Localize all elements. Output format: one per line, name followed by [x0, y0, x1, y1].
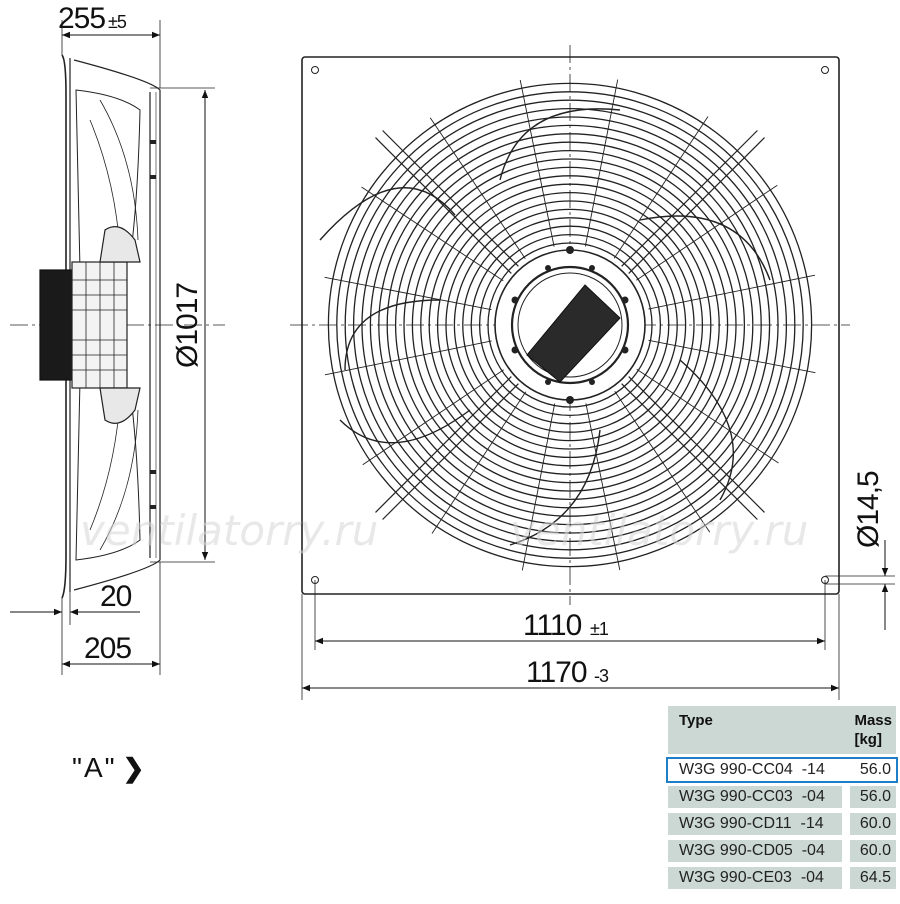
guard-wire — [636, 368, 779, 464]
guard-wire — [648, 339, 816, 374]
dim-plate-offset: 20 — [100, 580, 132, 613]
mass-cell: 64.5 — [850, 867, 896, 889]
guard-wire — [584, 79, 619, 247]
mass-cell: 60.0 — [850, 840, 896, 862]
guard-wire — [431, 391, 527, 534]
guard-wire — [519, 79, 555, 247]
table-header: Type Mass [kg] — [668, 706, 896, 754]
dim-depth-total-tolerance: ±5 — [108, 12, 127, 32]
table-row[interactable]: W3G 990-CC04 -14 56.0 — [666, 757, 898, 783]
type-cell: W3G 990-CD11 -14 — [668, 813, 842, 835]
dim-hole-spacing-tolerance: ±1 — [590, 619, 609, 639]
guard-wire — [362, 369, 504, 466]
side-dimension-lines — [10, 31, 209, 668]
dim-plate-width: 1170 — [526, 656, 587, 689]
guard-ring — [436, 191, 704, 459]
dim-diameter: Ø1017 — [171, 283, 204, 368]
dim-hole-spacing: 1110 — [523, 609, 582, 642]
guard-ring — [352, 107, 788, 543]
guard-wire — [585, 403, 621, 571]
guard-ring — [394, 149, 746, 501]
guard-ring — [453, 208, 687, 442]
guard-spoke — [621, 130, 758, 267]
dim-depth-mount: 205 — [84, 632, 131, 665]
guard-ring — [487, 242, 653, 408]
dim-depth-total: 255 — [58, 2, 105, 35]
dim-hole-diameter: Ø14,5 — [852, 471, 885, 548]
guard-spoke — [382, 383, 519, 520]
guard-ring — [336, 91, 804, 559]
type-cell: W3G 990-CC03 -04 — [668, 786, 842, 808]
guard-ring — [344, 99, 796, 551]
watermark-left: ventilatorry.ru — [80, 506, 378, 555]
guard-wire — [636, 184, 778, 281]
side-view — [10, 20, 225, 675]
guard-spoke — [375, 376, 512, 513]
guard-ring — [369, 124, 771, 526]
front-dimension-lines — [302, 540, 889, 692]
type-cell: W3G 990-CC04 -14 — [668, 759, 842, 781]
guard-ring — [403, 158, 737, 492]
guard-ring — [462, 217, 678, 433]
chevron-right-icon: ❯ — [122, 753, 147, 783]
guard-wire — [324, 340, 492, 376]
mass-cell: 56.0 — [850, 759, 896, 781]
guard-ring — [411, 166, 729, 484]
guard-wire — [521, 403, 556, 571]
guard-wire — [648, 274, 816, 310]
type-mass-table: Type Mass [kg] W3G 990-CC04 -14 56.0 W3G… — [666, 706, 898, 889]
guard-spoke — [628, 376, 765, 513]
guard-spoke — [382, 130, 519, 267]
guard-wire — [614, 391, 711, 533]
mass-cell: 56.0 — [850, 786, 896, 808]
guard-wire — [613, 116, 709, 259]
guard-spoke — [375, 137, 512, 274]
technical-drawing: 255 ±5 Ø1017 20 205 — [10, 2, 895, 700]
view-a-text: "A" — [72, 752, 117, 783]
guard-ring — [378, 133, 762, 517]
guard-spoke — [621, 383, 758, 520]
guard-ring — [445, 200, 695, 450]
header-mass: Mass [kg] — [854, 712, 892, 748]
view-a-label: "A"❯ — [72, 752, 146, 784]
guard-ring — [428, 183, 712, 467]
guard-wire — [429, 117, 526, 259]
guard-ring — [470, 225, 670, 425]
guard-spoke — [628, 137, 765, 274]
front-view — [290, 45, 895, 700]
table-row[interactable]: W3G 990-CC03 -04 56.0 — [668, 786, 896, 808]
guard-ring — [420, 175, 720, 475]
guard-wire — [361, 186, 504, 282]
dim-plate-width-tolerance: -3 — [594, 666, 609, 686]
watermark-right: ventilatorry.ru — [510, 506, 808, 555]
mass-cell: 60.0 — [850, 813, 896, 835]
table-row[interactable]: W3G 990-CD05 -04 60.0 — [668, 840, 896, 862]
guard-ring — [478, 233, 662, 417]
guard-ring — [361, 116, 779, 534]
type-cell: W3G 990-CE03 -04 — [668, 867, 842, 889]
header-type: Type — [679, 712, 713, 729]
guard-ring — [327, 82, 813, 568]
table-row[interactable]: W3G 990-CE03 -04 64.5 — [668, 867, 896, 889]
table-row[interactable]: W3G 990-CD11 -14 60.0 — [668, 813, 896, 835]
type-cell: W3G 990-CD05 -04 — [668, 840, 842, 862]
guard-wire — [324, 276, 492, 311]
